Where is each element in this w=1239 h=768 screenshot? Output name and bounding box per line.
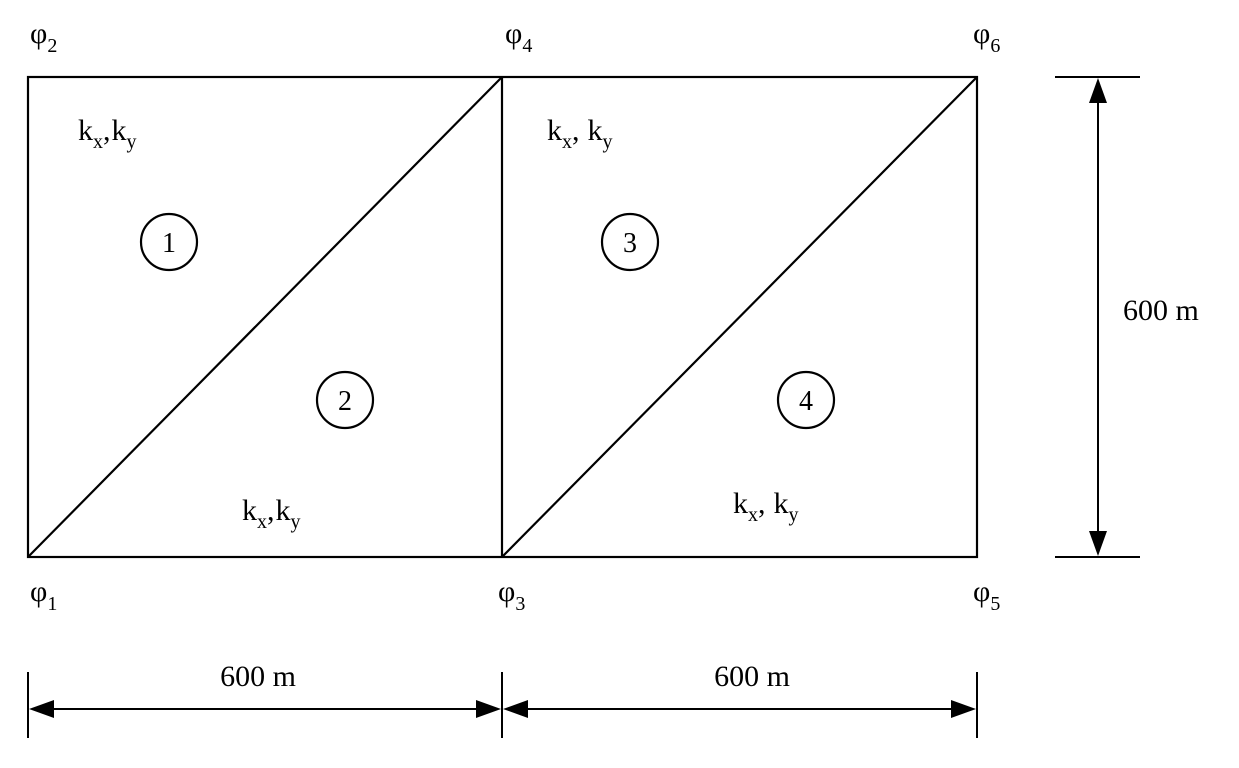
node-label-phi4: φ4 <box>505 17 532 57</box>
mesh-diagonal-left <box>27 76 503 558</box>
node-label-phi6: φ6 <box>973 17 1000 57</box>
dim-height-arrow-bottom <box>1089 531 1107 556</box>
dim-width-right-label: 600 m <box>714 660 790 693</box>
element-3-permeability: kx,ky <box>547 114 613 153</box>
dim-width-left-arrow-start <box>29 700 54 718</box>
node-label-phi1: φ1 <box>30 575 57 615</box>
dim-width-right-arrow-start <box>503 700 528 718</box>
mesh <box>26 75 979 559</box>
element-4-permeability: kx,ky <box>733 487 799 526</box>
node-label-phi5: φ5 <box>973 575 1000 615</box>
mesh-diagonal-right <box>501 76 978 558</box>
permeability-labels: kx,ky kx,ky kx,ky kx,ky <box>78 114 799 533</box>
dim-height-arrow-top <box>1089 78 1107 103</box>
element-1-number: 1 <box>162 228 176 259</box>
element-4-number: 4 <box>799 386 813 417</box>
element-2-number: 2 <box>338 386 352 417</box>
node-label-phi3: φ3 <box>498 575 525 615</box>
element-3-marker: 3 <box>600 212 660 272</box>
element-2-permeability: kx,ky <box>242 494 301 533</box>
dim-width-left-label: 600 m <box>220 660 296 693</box>
element-3-number: 3 <box>623 228 637 259</box>
element-1-marker: 1 <box>139 212 199 272</box>
node-label-phi2: φ2 <box>30 17 57 57</box>
dim-width-left-arrow-end <box>476 700 501 718</box>
dim-height-label: 600 m <box>1123 294 1199 327</box>
element-2-marker: 2 <box>315 370 375 430</box>
element-numbers: 1 2 3 4 <box>139 212 836 430</box>
element-1-permeability: kx,ky <box>78 114 137 153</box>
dimension-height: 600 m <box>1055 76 1199 558</box>
dimension-widths: 600 m 600 m <box>27 660 978 738</box>
dim-width-right-arrow-end <box>951 700 976 718</box>
element-4-marker: 4 <box>776 370 836 430</box>
node-labels: φ1 φ2 φ3 φ4 φ5 φ6 <box>30 17 1000 615</box>
